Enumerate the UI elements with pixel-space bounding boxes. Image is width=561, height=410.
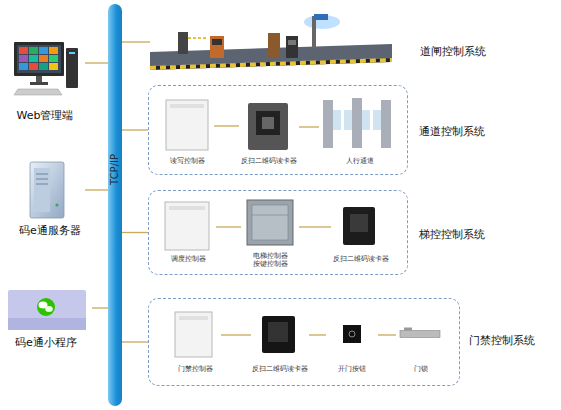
pc-icon (14, 42, 78, 95)
device-caption: 电梯控制器 按键控制器 (250, 252, 290, 270)
system-label: 门禁控制系统 (469, 333, 535, 348)
device-box: 反扫二维码读卡器 (239, 98, 299, 166)
connector-line (309, 334, 326, 335)
connector-line (122, 341, 148, 342)
device-caption: 码e通小程序 (0, 336, 102, 350)
bus-label: TCP/IP (108, 154, 122, 185)
system-label: 通道控制系统 (419, 124, 485, 139)
server-icon (30, 162, 64, 218)
device-caption: 反扫二维码读卡器 (321, 255, 401, 264)
device-caption: 反扫二维码读卡器 (229, 157, 309, 166)
connector-line (216, 226, 241, 227)
device-box: 读写控制器 (161, 98, 214, 166)
device-box: 调度控制器 (161, 199, 216, 264)
device-box: 反扫二维码读卡器 (251, 309, 309, 374)
barrier-gate-scene (150, 14, 392, 68)
elevator-controller-icon (247, 200, 293, 245)
device-caption: 开门按钮 (316, 365, 388, 374)
system-label: 道闸控制系统 (420, 44, 486, 59)
system-label: 梯控控制系统 (419, 227, 485, 242)
qr-reader-icon (262, 316, 295, 353)
qr-reader-icon (343, 207, 375, 245)
connector-line (122, 232, 148, 233)
turnstile-icon (323, 98, 391, 148)
device-box: 人行通道 (319, 93, 401, 166)
connector-line (378, 334, 396, 335)
device-box: 门禁控制器 (169, 309, 221, 374)
device-box: 开门按钮 (326, 309, 378, 374)
connector-line (122, 41, 150, 42)
subsystem-group: 通道控制系统读写控制器反扫二维码读卡器人行通道 (148, 85, 408, 175)
server-device: 码e通服务器 (15, 160, 85, 238)
network-bus: TCP/IP (108, 4, 122, 406)
connector-line (92, 307, 108, 308)
device-caption: 读写控制器 (151, 157, 224, 166)
device-box: 电梯控制器 按键控制器 (241, 197, 299, 269)
connector-line (214, 125, 239, 126)
connector-line (299, 226, 331, 227)
subsystem-group: 梯控控制系统调度控制器电梯控制器 按键控制器反扫二维码读卡器 (148, 190, 408, 275)
device-caption: 门禁控制器 (159, 365, 231, 374)
subsystem-group: 门禁控制系统门禁控制器反扫二维码读卡器开门按钮门锁 (148, 298, 460, 386)
exit-button-icon (343, 325, 361, 343)
device-caption: 门锁 (386, 365, 456, 374)
door-controller-icon (175, 312, 212, 357)
mini-program: 码e通小程序 (0, 288, 92, 350)
connector-line (299, 126, 319, 127)
access-controller-icon (166, 100, 208, 150)
dispatch-controller-icon (165, 202, 209, 250)
device-caption: 人行通道 (309, 157, 411, 166)
magnetic-lock-icon (400, 328, 440, 338)
subsystem-illustration: 道闸控制系统 (150, 8, 395, 70)
connector-line (122, 129, 148, 130)
device-caption: Web管理端 (0, 109, 95, 123)
device-box: 反扫二维码读卡器 (331, 199, 391, 264)
device-caption: 码e通服务器 (5, 224, 95, 238)
connector-line (221, 334, 251, 335)
qr-reader-icon (248, 103, 288, 150)
wechat-icon (8, 290, 86, 330)
client-device: Web管理端 (5, 38, 85, 123)
device-caption: 调度控制器 (151, 255, 226, 264)
device-box: 门锁 (396, 309, 446, 374)
connector-line (85, 189, 108, 190)
connector-line (85, 62, 108, 63)
device-caption: 反扫二维码读卡器 (241, 365, 319, 374)
